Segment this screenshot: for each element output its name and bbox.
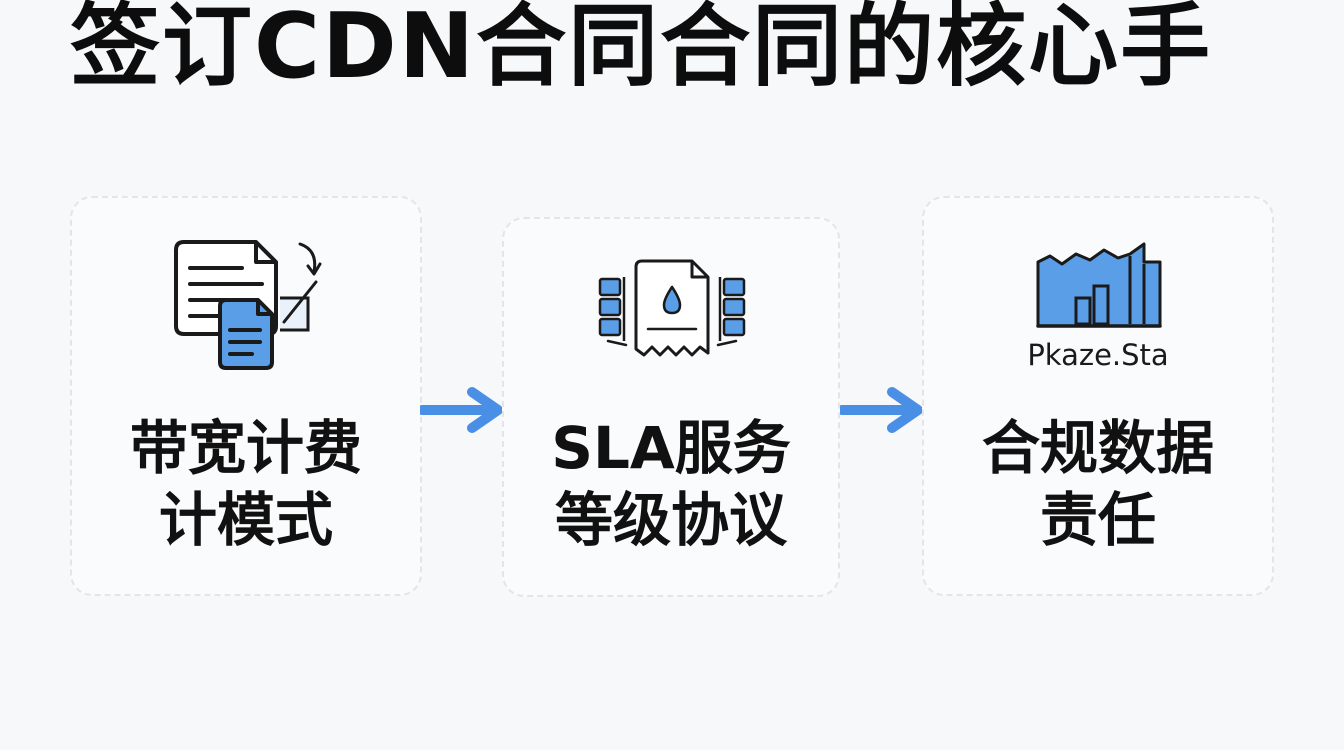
step-label-line: 责任 [1039,486,1156,554]
step-label: 合规数据 责任 [924,412,1272,556]
step-label: SLA服务 等级协议 [504,412,838,556]
step-label-line: 带宽计费 [129,414,362,482]
step-label-line: SLA服务 [551,414,791,482]
step-card-bandwidth-billing: 带宽计费 计模式 [70,196,422,596]
step-label-line: 合规数据 [981,414,1214,482]
page-title: 签订CDN合同合同的核心手 [70,0,1213,99]
document-billing-icon [174,240,322,370]
icon-caption: Pkaze.Sta [1027,338,1169,372]
step-label: 带宽计费 计模式 [72,412,420,556]
sla-document-icon [598,259,746,357]
data-chart-icon [1036,242,1162,328]
arrow-right-icon [840,387,923,433]
arrow-right-icon [420,387,503,433]
step-card-sla: SLA服务 等级协议 [502,217,840,597]
step-label-line: 计模式 [158,486,333,554]
step-label-line: 等级协议 [554,486,787,554]
step-card-compliance: Pkaze.Sta 合规数据 责任 [922,196,1274,596]
